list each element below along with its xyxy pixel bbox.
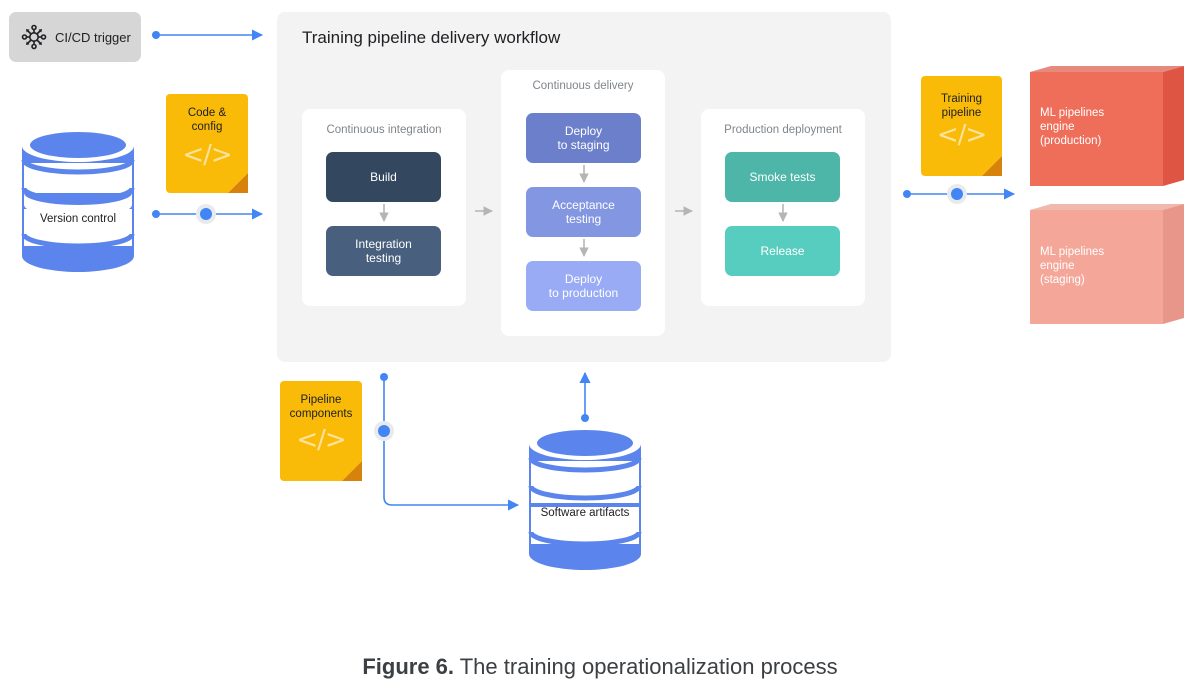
stage-continuous-delivery: Continuous delivery Deploy to staging Ac… bbox=[501, 70, 665, 336]
network-hub-icon bbox=[21, 24, 47, 50]
stage-title: Continuous delivery bbox=[532, 80, 634, 92]
code-icon: </> bbox=[182, 140, 232, 170]
workflow-title: Training pipeline delivery workflow bbox=[302, 28, 561, 47]
database-software-artifacts-label: Software artifacts bbox=[540, 507, 630, 519]
note-label: Code & config bbox=[187, 107, 227, 133]
connector-version-control-to-workflow bbox=[152, 204, 264, 224]
step-release: Release bbox=[725, 226, 840, 276]
stage-title: Production deployment bbox=[724, 124, 842, 136]
note-label: Training pipeline bbox=[940, 93, 983, 119]
connector-software-artifacts-to-workflow bbox=[579, 371, 591, 422]
note-code-config: Code & config </> bbox=[166, 94, 248, 193]
engine-production-label: ML pipelines engine (production) bbox=[1040, 107, 1105, 147]
note-pipeline-components: Pipeline components </> bbox=[280, 381, 362, 481]
code-icon: </> bbox=[296, 425, 346, 455]
engine-production-cube-icon bbox=[1030, 66, 1184, 186]
step-smoke-tests: Smoke tests bbox=[725, 152, 840, 202]
connector-workflow-to-engines bbox=[903, 184, 1016, 204]
database-version-control-icon bbox=[21, 130, 135, 272]
engine-staging-label: ML pipelines engine (staging) bbox=[1040, 246, 1105, 286]
note-label: Pipeline components bbox=[289, 394, 353, 420]
connector-workflow-to-software-artifacts bbox=[374, 373, 520, 511]
engine-staging-cube-icon bbox=[1030, 204, 1184, 324]
step-integration-testing: Integration testing bbox=[326, 226, 441, 276]
step-acceptance-testing: Acceptance testing bbox=[526, 187, 641, 237]
step-build: Build bbox=[326, 152, 441, 202]
figure-caption-text: The training operationalization process bbox=[454, 654, 838, 679]
database-version-control-label: Version control bbox=[39, 213, 117, 225]
note-training-pipeline: Training pipeline </> bbox=[921, 76, 1002, 176]
connector-trigger-to-workflow bbox=[152, 29, 264, 41]
ci-cd-trigger-label: CI/CD trigger bbox=[55, 29, 131, 45]
database-software-artifacts-icon bbox=[528, 428, 642, 570]
step-deploy-to-production: Deploy to production bbox=[526, 261, 641, 311]
stage-title: Continuous integration bbox=[326, 124, 442, 136]
code-icon: </> bbox=[936, 120, 987, 150]
figure-caption-number: Figure 6. bbox=[362, 654, 455, 679]
ci-cd-trigger: CI/CD trigger bbox=[9, 12, 141, 62]
stage-production-deployment: Production deployment Smoke tests Releas… bbox=[701, 109, 865, 306]
figure-caption: Figure 6. The training operationalizatio… bbox=[0, 654, 1200, 680]
step-deploy-to-staging: Deploy to staging bbox=[526, 113, 641, 163]
